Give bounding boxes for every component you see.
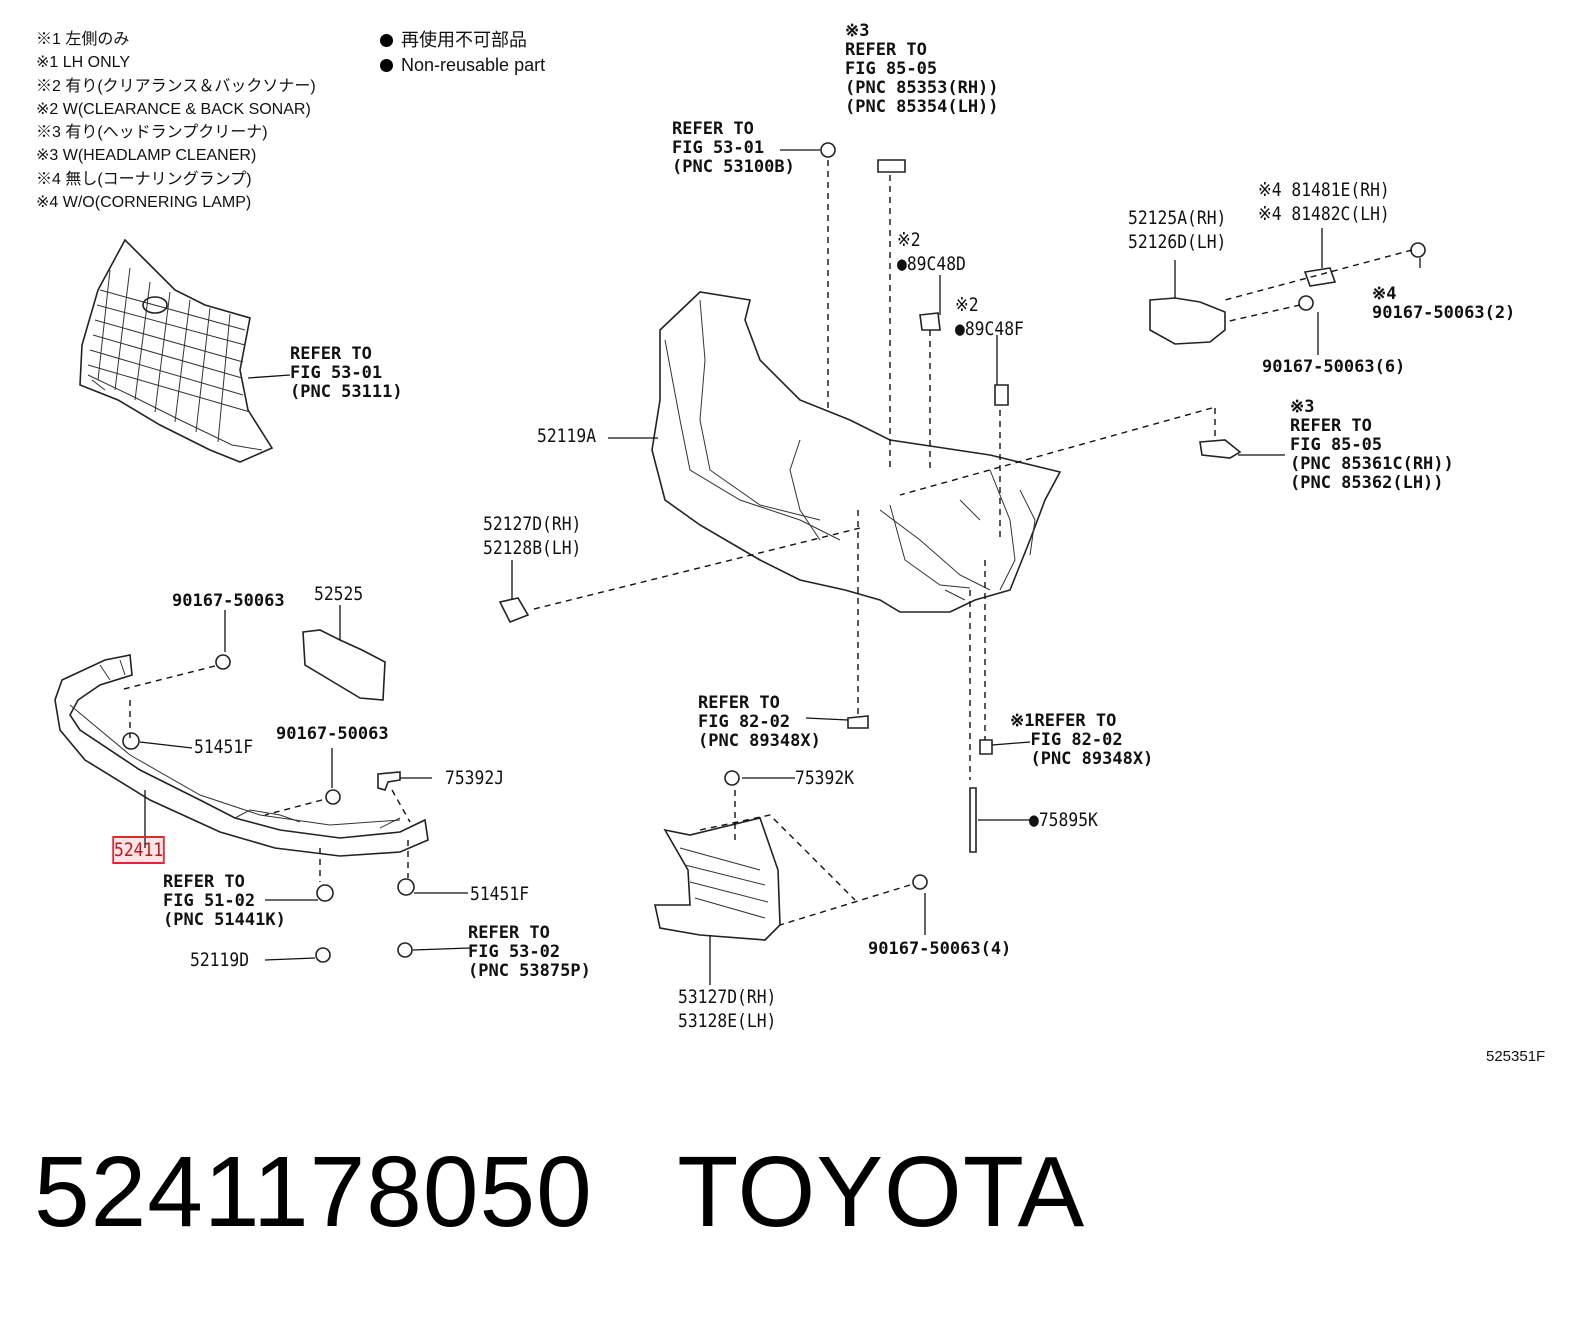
bumper-cover-drawing	[651, 291, 1062, 613]
small-parts-drawing	[122, 142, 1426, 963]
legend-row-en: Non-reusable part	[380, 53, 545, 78]
notes-list: ※1 左側のみ ※1 LH ONLY ※2 有り(クリアランス＆バックソナー) …	[36, 28, 316, 214]
part-label: 52127D(RH) 52128B(LH)	[483, 513, 582, 559]
callout-label: REFER TO FIG 53-01 (PNC 53111)	[290, 344, 403, 402]
callout-label: REFER TO FIG 82-02 (PNC 89348X)	[698, 693, 821, 751]
part-label: 90167-50063	[276, 724, 389, 744]
note-item: ※1 左側のみ	[36, 31, 130, 48]
part-number: 5241178050	[34, 1136, 593, 1248]
part-label: 75392J	[445, 767, 505, 789]
part-label: 90167-50063	[172, 591, 285, 611]
bullet-icon	[380, 34, 393, 47]
part-number-heading: 5241178050 TOYOTA	[34, 1135, 1085, 1250]
highlighted-part-label: 52411	[112, 836, 165, 864]
note-item: ※2 有り(クリアランス＆バックソナー)	[36, 77, 316, 95]
note-item: ※3 有り(ヘッドランプクリーナ)	[36, 124, 268, 142]
bullet-icon	[380, 59, 393, 72]
callout-label: ※3 REFER TO FIG 85-05 (PNC 85353(RH)) (P…	[845, 21, 999, 117]
brand-name: TOYOTA	[677, 1136, 1086, 1248]
part-label: ●75895K	[1029, 809, 1098, 831]
part-label: 52525	[314, 583, 364, 605]
note-item: ※2 W(CLEARANCE & BACK SONAR)	[36, 100, 311, 118]
part-label: 90167-50063(4)	[868, 939, 1012, 959]
part-label: ※4 81481E(RH) ※4 81482C(LH)	[1258, 179, 1390, 225]
part-label: ※2 ●89C48D	[897, 229, 966, 275]
part-label: 90167-50063(6)	[1262, 357, 1406, 377]
callout-label: REFER TO FIG 51-02 (PNC 51441K)	[163, 872, 286, 930]
part-label: ※4 90167-50063(2)	[1372, 284, 1516, 323]
callout-label: REFER TO FIG 53-02 (PNC 53875P)	[468, 923, 591, 981]
part-label: 52119A	[537, 425, 597, 447]
note-item: ※4 W/O(CORNERING LAMP)	[36, 194, 252, 212]
part-label: 52119D	[190, 949, 250, 971]
part-label: 51451F	[470, 883, 530, 905]
lower-spoiler-drawing	[54, 654, 429, 857]
note-item: ※3 W(HEADLAMP CLEANER)	[36, 147, 257, 165]
callout-label: REFER TO FIG 53-01 (PNC 53100B)	[672, 119, 795, 177]
part-label: ※2 ●89C48F	[955, 294, 1024, 340]
callout-label: ※3 REFER TO FIG 85-05 (PNC 85361C(RH)) (…	[1290, 397, 1454, 493]
figure-id: 525351F	[1486, 1048, 1546, 1065]
legend-jp-text: 再使用不可部品	[401, 30, 527, 50]
leader-lines	[139, 149, 1421, 985]
legend-en-text: Non-reusable part	[401, 55, 546, 75]
part-label: 75392K	[795, 767, 855, 789]
part-label: 53127D(RH) 53128E(LH)	[678, 986, 777, 1032]
legend-row-jp: 再使用不可部品	[380, 28, 545, 53]
callout-label: ※1REFER TO FIG 82-02 (PNC 89348X)	[1010, 711, 1154, 769]
part-label: 51451F	[194, 736, 254, 758]
note-item: ※1 LH ONLY	[36, 54, 131, 72]
assembly-lines	[119, 160, 1413, 926]
grille-drawing	[79, 238, 274, 463]
legend: 再使用不可部品 Non-reusable part	[380, 28, 545, 78]
part-label: 52125A(RH) 52126D(LH)	[1128, 207, 1227, 253]
note-item: ※4 無し(コーナリングランプ)	[36, 170, 252, 188]
